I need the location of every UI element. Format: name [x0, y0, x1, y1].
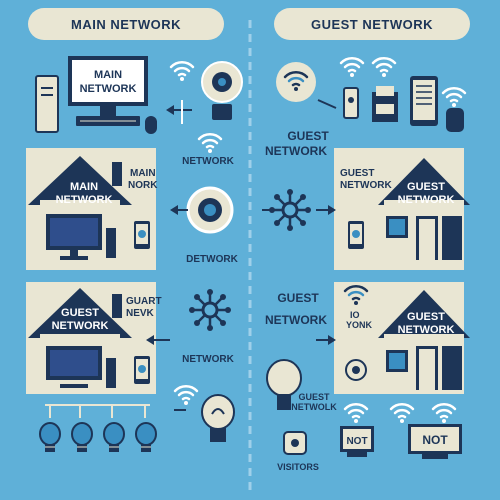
wifi-icon	[339, 56, 365, 79]
wifi-icon	[431, 402, 457, 425]
guest-house-icon-2: GUEST NETWORK	[378, 290, 470, 390]
wifi-icon	[389, 402, 415, 425]
small-label-line2: NETWOLK	[291, 402, 337, 412]
guest-label-line2: NETWORK	[265, 144, 327, 158]
guest-label-line2: NETWORK	[265, 313, 327, 327]
printer-icon	[372, 86, 398, 122]
smart-camera-icon	[201, 61, 243, 120]
main-monitor-icon: MAIN NETWORK	[68, 56, 148, 126]
camera-icon	[345, 359, 367, 381]
not-sign-1: NOT	[340, 426, 374, 457]
mouse-icon	[145, 116, 157, 134]
guest-network-header: GUEST NETWORK	[274, 8, 470, 40]
guest-side-label-line2: NETWORK	[340, 180, 392, 191]
not-sign-2-text: NOT	[422, 433, 448, 447]
network-label: NETWORK	[182, 354, 234, 365]
main-side-label-line1: MAIN	[130, 168, 156, 179]
visitors-label: VISITORS	[277, 462, 319, 472]
network-label: DETWORK	[186, 254, 238, 265]
main-network-title: MAIN NETWORK	[71, 17, 181, 32]
bulb-icon	[71, 422, 93, 453]
wifi-icon	[441, 86, 467, 109]
connector-arrow-icon	[166, 100, 192, 124]
main-house-label-line2: NETWORK	[56, 194, 113, 206]
bulb-icon	[39, 422, 61, 453]
guest-house-left-label-line2: NETWORK	[52, 320, 109, 332]
wifi-icon	[173, 384, 199, 407]
router-hub-icon	[186, 186, 234, 234]
tablet-icon	[410, 76, 438, 126]
guest-side-label-line2: NEVK	[126, 308, 155, 319]
wifi-icon	[169, 60, 195, 83]
guest-side-label-line1: GUEST	[340, 168, 374, 179]
main-house-icon: MAIN NETWORK	[28, 156, 132, 260]
monitor-label-line1: MAIN	[94, 69, 122, 81]
main-network-header: MAIN NETWORK	[28, 8, 224, 40]
guest-house-icon-left: GUEST NETWORK	[28, 288, 132, 390]
wifi-icon	[343, 402, 369, 425]
guest-house-2-label-line1: GUEST	[407, 311, 445, 323]
monitor-label-line2: NETWORK	[80, 83, 137, 95]
small-label-line1: GUEST	[298, 392, 330, 402]
phone-icon	[134, 221, 150, 249]
speaker-icon	[446, 108, 464, 132]
phone-icon	[348, 221, 364, 249]
guest-house-icon: GUEST NETWORK	[378, 158, 470, 262]
mesh-network-icon	[267, 187, 313, 233]
smart-bulb-icon	[266, 359, 302, 410]
wifi-icon	[371, 56, 397, 79]
wifi-icon	[197, 132, 223, 155]
smart-bulb-icon	[201, 394, 235, 442]
guest-house-2-label-line2: NETWORK	[398, 324, 455, 336]
guest-house-left-label-line1: GUEST	[61, 307, 99, 319]
guest-label-line1: GUEST	[287, 129, 329, 143]
guest-network-title: GUEST NETWORK	[311, 17, 433, 32]
main-house-label-line1: MAIN	[70, 181, 98, 193]
side-label-line2: YONK	[346, 320, 373, 330]
guest-label-line1: GUEST	[277, 291, 319, 305]
not-sign-1-text: NOT	[346, 436, 367, 447]
phone-icon	[134, 356, 150, 384]
visitor-device-icon	[283, 431, 307, 455]
bulb-icon	[135, 422, 157, 453]
guest-house-label-line1: GUEST	[407, 181, 445, 193]
network-label: NETWORK	[182, 156, 234, 167]
bulb-row-connector	[45, 404, 150, 418]
guest-house-label-line2: NETWORK	[398, 194, 455, 206]
not-sign-2: NOT	[408, 424, 462, 459]
main-side-label-line2: NORK	[128, 180, 158, 191]
router-wifi-icon	[276, 62, 316, 102]
smart-plug-icon	[343, 87, 359, 119]
side-label-line1: IO	[350, 310, 360, 320]
guest-side-label-line1: GUART	[126, 296, 162, 307]
desktop-tower-icon	[35, 75, 59, 133]
bulb-icon	[103, 422, 125, 453]
mesh-network-icon	[187, 287, 233, 333]
